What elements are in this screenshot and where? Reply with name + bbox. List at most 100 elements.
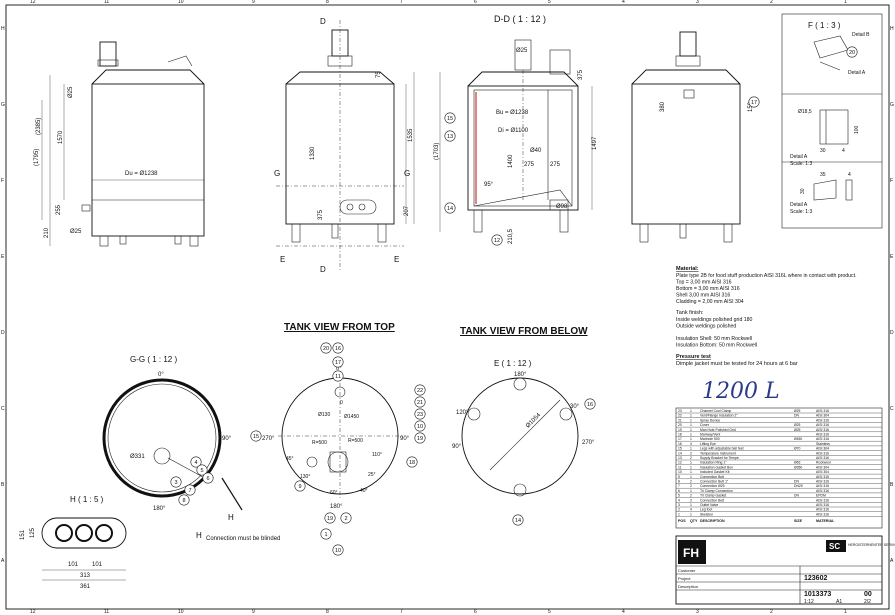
bom-cell: Channel Cool Clamp <box>700 409 731 413</box>
notes-pressure-line: Dimple jacket must be tested for 24 hour… <box>676 361 798 367</box>
h-dim-151: 151 <box>20 529 26 540</box>
callout-bubble: 19 <box>324 512 336 524</box>
border-zone-label: 3 <box>696 609 699 615</box>
bom-cell: 15 <box>678 447 682 451</box>
bom-cell: 23 <box>678 409 682 413</box>
notes-material-line: Cladding = 2,00 mm AISI 304 <box>676 299 744 305</box>
callout-number: 9 <box>298 484 301 490</box>
notes-material-line: Shell 3,00 mm AISI 316 <box>676 293 730 299</box>
bom-cell: DN <box>794 414 799 418</box>
callout-bubble: 5 <box>196 464 208 476</box>
detail-panel: F ( 1 : 3 ) Detail B Detail A 20 Ø18,5 1… <box>781 13 883 229</box>
top-angle-90: 90° <box>400 436 410 442</box>
label-customer: Customer <box>678 568 696 573</box>
front-leg <box>99 235 109 247</box>
notes-insulation-line: Insulation Shell: 50 mm Rockwell <box>676 336 752 342</box>
bom-cell: Skeleton <box>700 512 713 516</box>
border-zone-label: H <box>890 26 894 32</box>
callout-number: 22 <box>417 388 423 394</box>
gg-outer-ring <box>102 378 222 498</box>
callout-number: 6 <box>206 476 209 482</box>
bom-cell: AISI 316 <box>816 433 829 437</box>
callout-bubble: 11 <box>332 370 344 382</box>
callout-bubble: 20 <box>846 46 858 58</box>
callout-circle <box>340 512 352 524</box>
right-motor <box>679 31 697 57</box>
detail-panel-frame <box>781 13 883 229</box>
logo-fh-text: FH <box>683 546 699 560</box>
bom-cell: 1 <box>690 409 692 413</box>
bom-cell: 14 <box>678 451 682 455</box>
top-dim-label: 25° <box>368 472 376 478</box>
bom-cell: 1 <box>690 461 692 465</box>
dd-leg <box>559 209 569 233</box>
callout-number: 10 <box>417 424 423 430</box>
dd-dim-top-nozzle: Ø25 <box>516 48 528 54</box>
callout-circle <box>748 96 760 108</box>
h-dim-313: 313 <box>80 573 91 579</box>
h-port <box>75 524 93 542</box>
front-dim-diameter: Du = Ø1238 <box>125 171 158 177</box>
callout-number: 15 <box>447 116 453 122</box>
top-dim-label: 45° <box>286 456 294 462</box>
border-zone-label: 7 <box>400 609 403 615</box>
below-leg-pad <box>513 377 527 391</box>
bom-cell: Temperature instrument <box>700 451 736 455</box>
bom-cell: Ø63 <box>794 461 801 465</box>
front-view: (2385) 1570 (1795) Ø25 Du = Ø1238 255 Ø2… <box>34 41 205 247</box>
bom-cell: 1 <box>690 470 692 474</box>
detail-b-dim-30: 30 <box>800 188 806 194</box>
callout-bubble: 7 <box>184 484 196 496</box>
border-zone-label: 6 <box>474 609 477 615</box>
detail-b-plate <box>845 179 853 201</box>
h-view: H ( 1 : 5 ) 101 101 313 361 151 125 <box>20 495 127 590</box>
sheet-size: A1 <box>836 599 842 605</box>
detail-a-dim-diameter: Ø18,5 <box>798 109 812 115</box>
callout-number: 11 <box>335 374 341 380</box>
border-zone-label: 9 <box>252 0 255 5</box>
title-block: FH SC HERGISTERNENTER SERVICES A/S Custo… <box>675 535 895 605</box>
callout-number: 14 <box>447 206 453 212</box>
side-dim-nozzle-offset: 375 <box>318 209 324 220</box>
callout-circle <box>846 46 858 58</box>
bom-cell: 1 <box>690 447 692 451</box>
bom-cell: Tri Clamp Gasket <box>700 494 726 498</box>
bom-cell: 20 <box>678 423 682 427</box>
bom-cell: AISI 316 <box>816 428 829 432</box>
callout-circle <box>202 472 214 484</box>
bom-cell: Vent/Flange Insulation 2" <box>700 414 738 418</box>
bom-cell: EPDM <box>816 494 826 498</box>
top-agitator <box>327 451 349 473</box>
callout-circle <box>320 528 332 540</box>
bom-cell: Ø25 <box>794 409 801 413</box>
right-nameplate <box>683 89 695 99</box>
bom-cell: Spray Device <box>700 418 720 422</box>
side-dim-shell-height: 1330 <box>310 146 316 160</box>
detail-a-caption: Detail A <box>790 154 808 160</box>
bom-cell: Lifting Eye <box>700 442 716 446</box>
top-dim-label: R=500 <box>348 438 363 444</box>
dd-dim-bu: Bu = Ø1238 <box>496 110 529 116</box>
bom-cell: AISI 304 <box>816 465 829 469</box>
h-dim-101b: 101 <box>92 562 103 568</box>
notes-material-line: Top = 3,00 mm AISI 316 <box>676 280 732 286</box>
h-title: H ( 1 : 5 ) <box>70 495 104 504</box>
bom-cell: DN25 <box>794 484 803 488</box>
top-dim-label: 130° <box>300 474 310 480</box>
bom-cell: Connection Ø25 <box>700 484 725 488</box>
below-angle-180: 180° <box>514 372 527 378</box>
notes-pressure-title: Pressure test <box>676 354 711 360</box>
dd-leg <box>473 209 483 233</box>
callout-circle <box>512 514 524 526</box>
border-zone-label: 6 <box>474 0 477 5</box>
front-motor <box>99 41 117 67</box>
detail-f-bracket <box>819 61 841 71</box>
dd-dim-roof: 375 <box>578 69 584 80</box>
callout-circle <box>178 494 190 506</box>
